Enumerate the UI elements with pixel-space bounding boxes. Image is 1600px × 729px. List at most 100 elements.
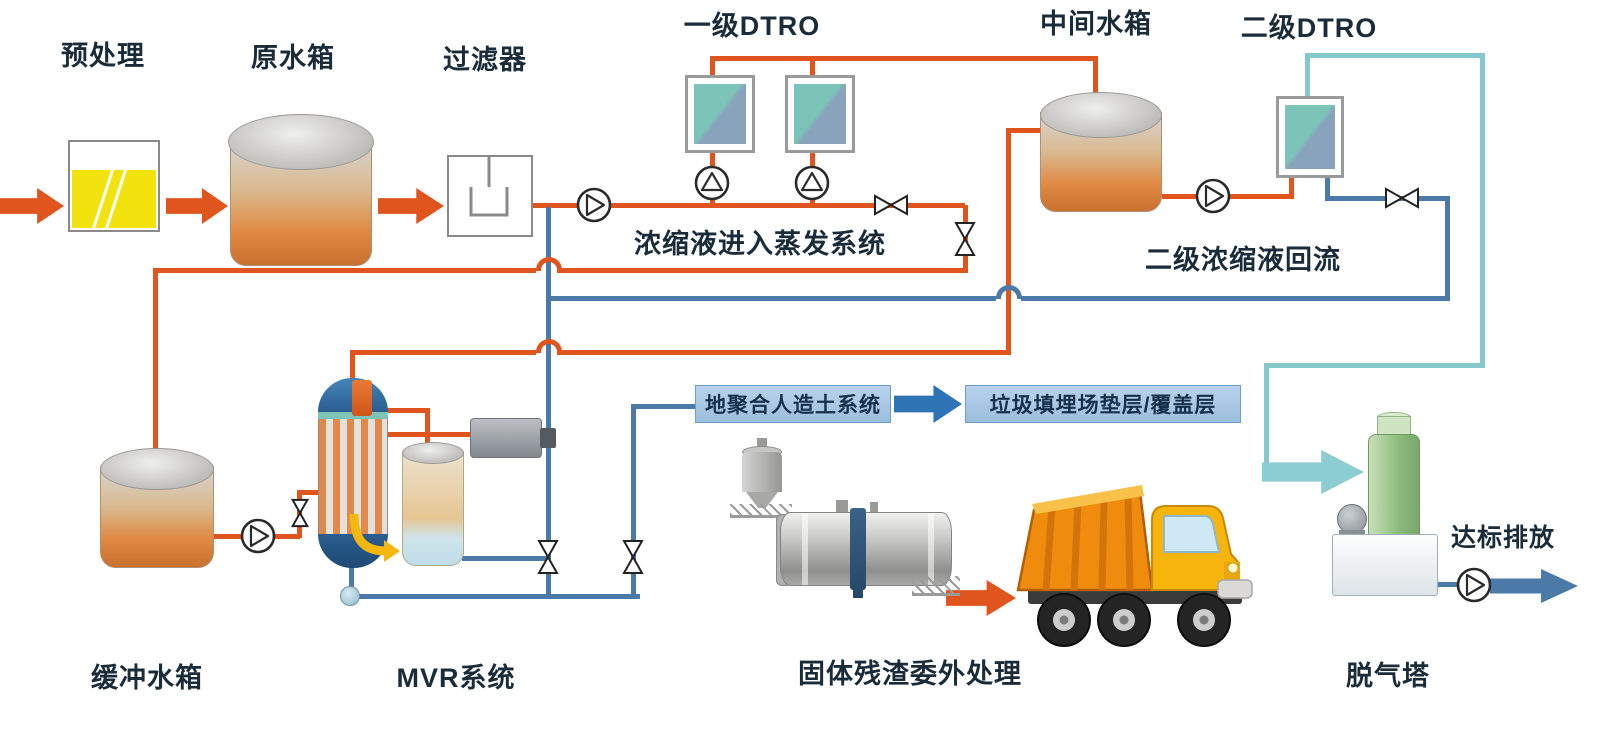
intermediate-tank-dome bbox=[1040, 92, 1162, 138]
label-mvr-system: MVR系统 bbox=[396, 663, 516, 693]
dryer-drive-foot bbox=[853, 588, 863, 598]
dtro-membrane-icon bbox=[1285, 105, 1335, 169]
rotary-dryer bbox=[780, 512, 952, 586]
pipe-geopolymer-riser bbox=[631, 404, 636, 598]
label-pretreatment: 预处理 bbox=[61, 41, 145, 71]
pipe-mvr-return-b bbox=[557, 350, 1008, 355]
pipe-dtro2-feed-stub bbox=[1289, 178, 1294, 198]
pipe-column-to-tank-v bbox=[425, 408, 430, 448]
label-solid-residue: 固体残渣委外处理 bbox=[798, 659, 1022, 689]
pipe-dtro1b-top-stub bbox=[810, 56, 815, 78]
flow-arrow-to-rawtank-icon bbox=[166, 188, 228, 224]
degas-base-box bbox=[1332, 534, 1438, 596]
crossover-hop-icon bbox=[996, 285, 1022, 299]
mvr-condensate-tank bbox=[402, 452, 464, 566]
label-compliant-discharge: 达标排放 bbox=[1450, 524, 1556, 552]
pipe-buffer-to-column bbox=[297, 490, 321, 495]
pipe-reflux-down bbox=[1445, 196, 1450, 301]
valve-icon bbox=[622, 539, 644, 575]
pipe-to-geopolymer-box bbox=[631, 404, 695, 409]
dryer-ring bbox=[928, 513, 934, 585]
pipe-feed-main bbox=[533, 203, 965, 208]
valve-icon bbox=[954, 221, 976, 257]
pipe-recycle-riser bbox=[546, 207, 551, 599]
label-buffer-tank: 缓冲水箱 bbox=[91, 663, 203, 693]
pretreatment-unit bbox=[68, 140, 160, 232]
label-degassing-tower: 脱气塔 bbox=[1346, 661, 1430, 691]
pipe-mvr-return-riser bbox=[1006, 128, 1011, 355]
label-stage1-dtro: 一级DTRO bbox=[683, 11, 821, 41]
pump-icon bbox=[693, 164, 731, 202]
raw-water-tank-dome bbox=[228, 114, 374, 170]
pump-icon bbox=[239, 517, 277, 555]
pipe-mvr-column-top-stub bbox=[350, 350, 355, 380]
pipe-dtro1a-top-stub bbox=[710, 56, 715, 78]
landfill-box-label: 垃圾填埋场垫层/覆盖层 bbox=[989, 394, 1217, 417]
dtro2-module bbox=[1276, 96, 1344, 178]
pipe-dtro1-permeate-manifold bbox=[710, 56, 1098, 61]
dryer-nozzle bbox=[870, 502, 878, 516]
pipe-dtro2-concentrate-stub bbox=[1325, 178, 1330, 200]
flow-arrow-to-degas-icon bbox=[1262, 450, 1364, 494]
label-filter: 过滤器 bbox=[443, 45, 527, 75]
pipe-reflux-run-a bbox=[550, 296, 996, 301]
valve-icon bbox=[1384, 187, 1420, 209]
crossover-hop-icon bbox=[536, 339, 562, 353]
valve-icon bbox=[873, 194, 909, 216]
landfill-box: 垃圾填埋场垫层/覆盖层 bbox=[965, 385, 1241, 423]
pipe-concentrate-run-b bbox=[557, 268, 965, 273]
pipe-concentrate-run-a bbox=[153, 268, 536, 273]
pipe-reflux-run-b bbox=[1021, 296, 1450, 301]
pipe-mvr-tank-outlet bbox=[462, 556, 550, 561]
dtro-membrane-icon bbox=[794, 84, 846, 144]
label-raw-water-tank: 原水箱 bbox=[251, 43, 335, 73]
pretreatment-liquid bbox=[72, 169, 156, 228]
diag-line-icon bbox=[88, 169, 116, 228]
dtro1-module-b bbox=[785, 75, 855, 153]
pipe-column-bottom-drop bbox=[349, 566, 354, 596]
pipe-permeate-to-degas bbox=[1264, 363, 1269, 475]
geopolymer-box-label: 地聚合人造土系统 bbox=[705, 394, 881, 417]
dtro1-module-a bbox=[685, 75, 755, 153]
degas-tower bbox=[1368, 434, 1420, 536]
crossover-hop-icon bbox=[536, 257, 562, 271]
label-concentrate-note: 浓缩液进入蒸发系统 bbox=[634, 229, 886, 259]
label-intermediate-tank: 中间水箱 bbox=[1040, 9, 1152, 39]
mvr-bottom-ball bbox=[340, 586, 360, 606]
dryer-support bbox=[912, 576, 960, 596]
dryer-drive-band bbox=[850, 508, 866, 590]
pipe-column-to-tank-h bbox=[386, 408, 430, 413]
diag-line-icon bbox=[102, 169, 129, 228]
flow-arrow-to-landfill-icon bbox=[894, 385, 962, 423]
pump-icon bbox=[575, 186, 613, 224]
mvr-compressor bbox=[470, 418, 542, 458]
filter-unit bbox=[447, 155, 533, 237]
pipe-mvr-bottom-manifold bbox=[348, 594, 640, 599]
mvr-top-nozzle bbox=[352, 380, 372, 416]
valve-icon bbox=[537, 539, 559, 575]
pipe-manifold-to-midtank bbox=[1093, 56, 1098, 118]
flow-arrow-discharge-icon bbox=[1490, 569, 1578, 603]
degas-blower bbox=[1337, 504, 1367, 534]
buffer-tank-dome bbox=[100, 448, 214, 490]
pipe-dtro2-permeate-stub bbox=[1305, 53, 1310, 98]
pump-icon bbox=[1194, 177, 1232, 215]
pipe-mvr-return-to-midtank bbox=[1006, 128, 1048, 133]
mvr-recirculation-arrow-icon bbox=[344, 510, 400, 562]
pipe-permeate-right-drop bbox=[1480, 53, 1485, 368]
geopolymer-box: 地聚合人造土系统 bbox=[695, 385, 891, 423]
pump-icon bbox=[1455, 566, 1493, 604]
label-reflux-note: 二级浓缩液回流 bbox=[1145, 245, 1341, 275]
dryer-ring bbox=[802, 513, 808, 585]
pipe-concentrate-to-buffer bbox=[153, 268, 158, 466]
dtro-membrane-icon bbox=[694, 84, 746, 144]
pipe-permeate-top-run bbox=[1305, 53, 1485, 58]
pipe-permeate-mid-run bbox=[1264, 363, 1485, 368]
label-stage2-dtro: 二级DTRO bbox=[1240, 13, 1378, 43]
flow-arrow-inlet-icon bbox=[0, 188, 64, 224]
dump-truck bbox=[1012, 468, 1264, 650]
hopper-body bbox=[742, 452, 782, 492]
pump-icon bbox=[793, 164, 831, 202]
pipe-degas-outlet bbox=[1438, 582, 1462, 587]
